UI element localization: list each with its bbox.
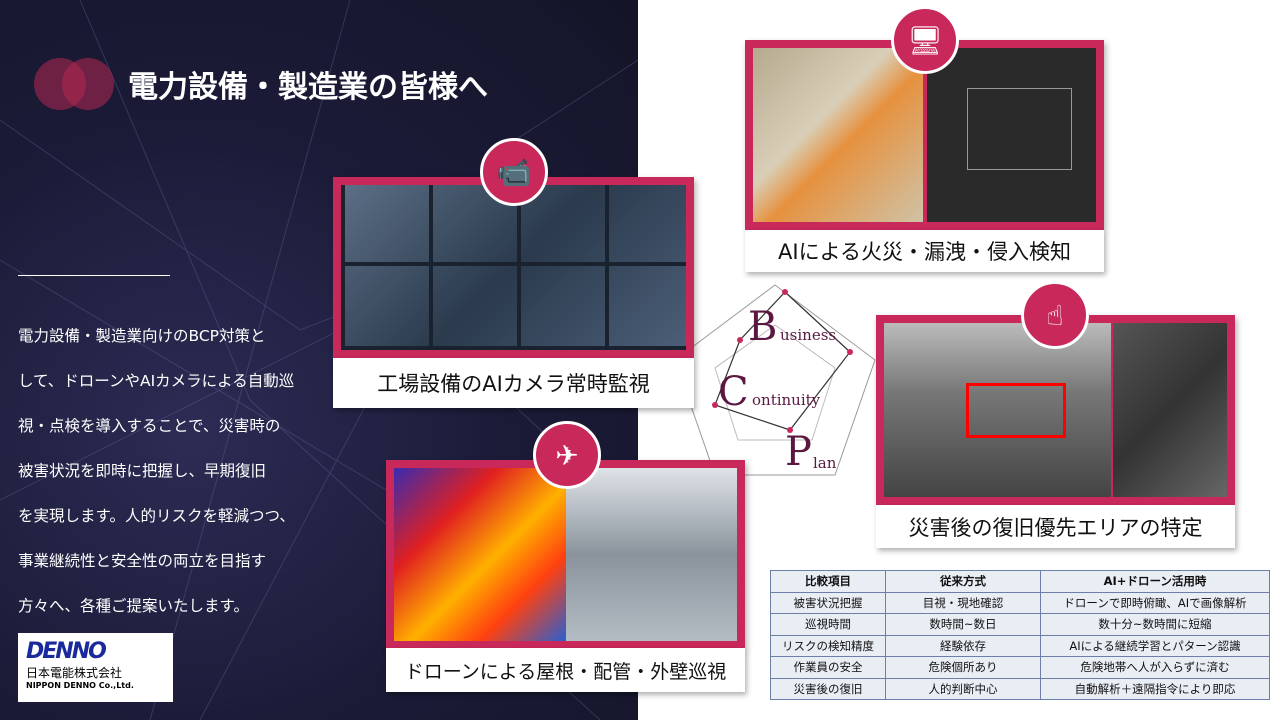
company-logo: DENNO 日本電能株式会社 NIPPON DENNO Co.,Ltd.: [18, 633, 173, 702]
description-line: 視・点検を導入することで、災害時の: [18, 417, 281, 435]
fire-card-image: [745, 40, 1104, 230]
logo-company-jp: 日本電能株式会社: [26, 666, 123, 680]
description: 電力設備・製造業向けのBCP対策と して、ドローンやAIカメラによる自動巡 視・…: [18, 314, 318, 629]
page-title: 電力設備・製造業の皆様へ: [128, 70, 488, 105]
table-header-row: 比較項目 従来方式 AI+ドローン活用時: [770, 570, 1270, 593]
table-header: AI+ドローン活用時: [1040, 570, 1270, 593]
bcp-diagram: B usiness C ontinuity P lan: [674, 284, 876, 476]
drone-card-label: ドローンによる屋根・配管・外壁巡視: [386, 648, 745, 692]
touch-hand-icon: ☝: [1021, 281, 1089, 349]
table-header: 従来方式: [885, 570, 1041, 593]
table-row: 巡視時間数時間~数日数十分~数時間に短縮: [770, 613, 1270, 636]
camera-card-label: 工場設備のAIカメラ常時監視: [333, 358, 694, 408]
divider: [18, 275, 170, 276]
table-cell: 目視・現地確認: [885, 591, 1041, 614]
table-cell: 危険地帯へ人が入らずに済む: [1040, 656, 1270, 679]
table-row: 災害後の復旧人的判断中心自動解析＋遠隔指令により即応: [770, 677, 1270, 700]
table-cell: AIによる継続学習とパターン認識: [1040, 634, 1270, 657]
bcp-business: usiness: [780, 326, 836, 344]
camera-card-image: [333, 177, 694, 358]
drone-icon: ✈: [533, 421, 601, 489]
description-line: 事業継続性と安全性の両立を目指す: [18, 552, 267, 570]
disaster-card-label: 災害後の復旧優先エリアの特定: [876, 505, 1235, 548]
logo-company-en: NIPPON DENNO Co.,Ltd.: [26, 681, 134, 690]
table-cell: 被害状況把握: [770, 591, 886, 614]
table-cell: リスクの検知精度: [770, 634, 886, 657]
table-header: 比較項目: [770, 570, 886, 593]
table-cell: 人的判断中心: [885, 677, 1041, 700]
description-line: して、ドローンやAIカメラによる自動巡: [18, 372, 295, 390]
bcp-b: B: [748, 304, 777, 350]
bcp-continuity: ontinuity: [752, 391, 821, 409]
description-line: を実現します。人的リスクを軽減つつ、: [18, 507, 295, 525]
description-line: 被害状況を即時に把握し、早期復旧: [18, 462, 267, 480]
monitor-user-icon: 🖥: [891, 6, 959, 74]
fire-card-label: AIによる火災・漏洩・侵入検知: [745, 230, 1104, 272]
comparison-table: 比較項目 従来方式 AI+ドローン活用時 被害状況把握目視・現地確認ドローンで即…: [770, 570, 1270, 700]
cctv-camera-icon: 📹: [480, 138, 548, 206]
decor-circle: [62, 58, 114, 110]
bcp-plan: lan: [813, 454, 837, 472]
table-cell: 自動解析＋遠隔指令により即応: [1040, 677, 1270, 700]
description-line: 方々へ、各種ご提案いたします。: [18, 597, 249, 615]
table-row: 被害状況把握目視・現地確認ドローンで即時俯瞰、AIで画像解析: [770, 591, 1270, 614]
table-cell: ドローンで即時俯瞰、AIで画像解析: [1040, 591, 1270, 614]
table-cell: 災害後の復旧: [770, 677, 886, 700]
table-cell: 危険個所あり: [885, 656, 1041, 679]
table-cell: 作業員の安全: [770, 656, 886, 679]
table-cell: 巡視時間: [770, 613, 886, 636]
bcp-p: P: [785, 429, 812, 475]
logo-mark: DENNO: [26, 639, 107, 664]
bcp-c: C: [718, 369, 749, 415]
table-cell: 数時間~数日: [885, 613, 1041, 636]
table-row: 作業員の安全危険個所あり危険地帯へ人が入らずに済む: [770, 656, 1270, 679]
description-line: 電力設備・製造業向けのBCP対策と: [18, 327, 266, 345]
table-cell: 数十分~数時間に短縮: [1040, 613, 1270, 636]
table-cell: 経験依存: [885, 634, 1041, 657]
drone-card-image: [386, 460, 745, 649]
